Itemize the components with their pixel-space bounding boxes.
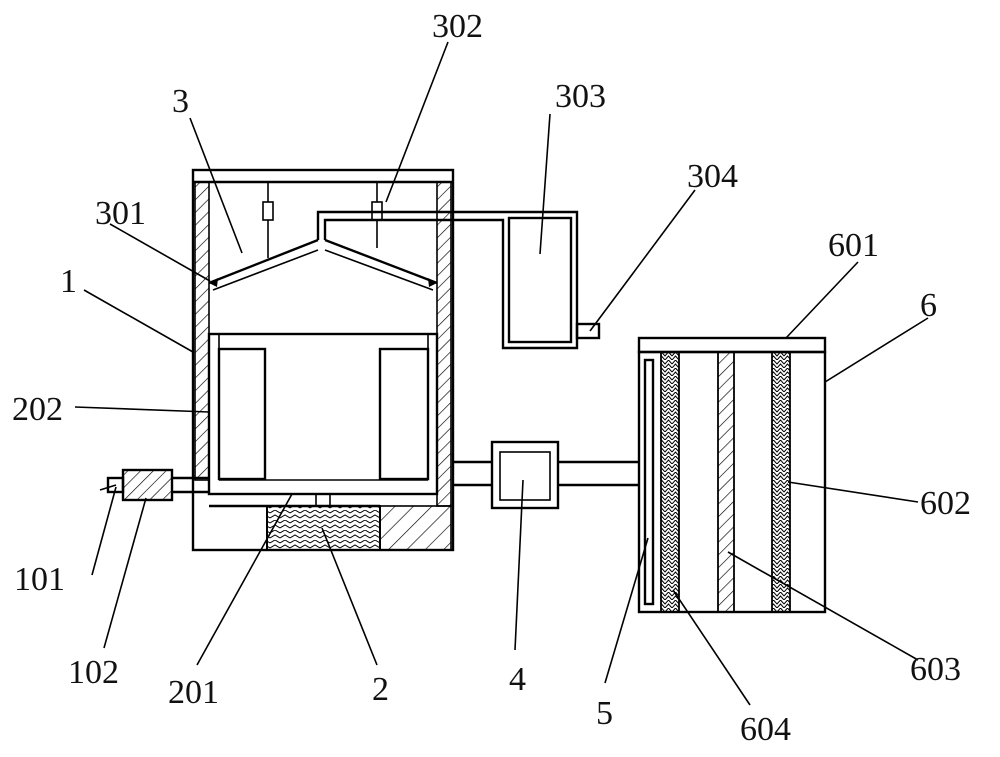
label-304: 304: [687, 158, 738, 195]
label-3: 3: [172, 83, 189, 120]
label-602: 602: [920, 485, 971, 522]
layer-603: [717, 351, 735, 613]
label-601: 601: [828, 227, 879, 264]
label-301: 301: [95, 195, 146, 232]
label-603: 603: [910, 651, 961, 688]
layer-604: [660, 351, 680, 613]
label-1: 1: [60, 263, 77, 300]
inner-panel-left: [217, 347, 267, 481]
treatment-tank: [637, 336, 827, 614]
leader-lines: [74, 41, 929, 706]
layer-602: [771, 351, 791, 613]
plate-5: [643, 358, 655, 606]
label-101: 101: [14, 561, 65, 598]
label-4: 4: [509, 661, 526, 698]
label-2: 2: [372, 671, 389, 708]
label-5: 5: [596, 695, 613, 732]
labels: 1 101 102 2 201 202 3 301 302 303 304 4 …: [12, 8, 971, 748]
inner-container: [207, 332, 439, 507]
label-6: 6: [920, 287, 937, 324]
label-202: 202: [12, 391, 63, 428]
inner-panel-right: [378, 347, 430, 481]
outlet-pipe: [453, 440, 639, 510]
pump-box: [490, 440, 560, 510]
label-604: 604: [740, 711, 791, 748]
filter-block: [266, 505, 381, 551]
label-201: 201: [168, 674, 219, 711]
tank-cover: [637, 336, 827, 354]
label-102: 102: [68, 654, 119, 691]
inlet-pipe: [106, 468, 209, 502]
spray-assembly: [208, 182, 601, 350]
label-302: 302: [432, 8, 483, 45]
label-303: 303: [555, 78, 606, 115]
